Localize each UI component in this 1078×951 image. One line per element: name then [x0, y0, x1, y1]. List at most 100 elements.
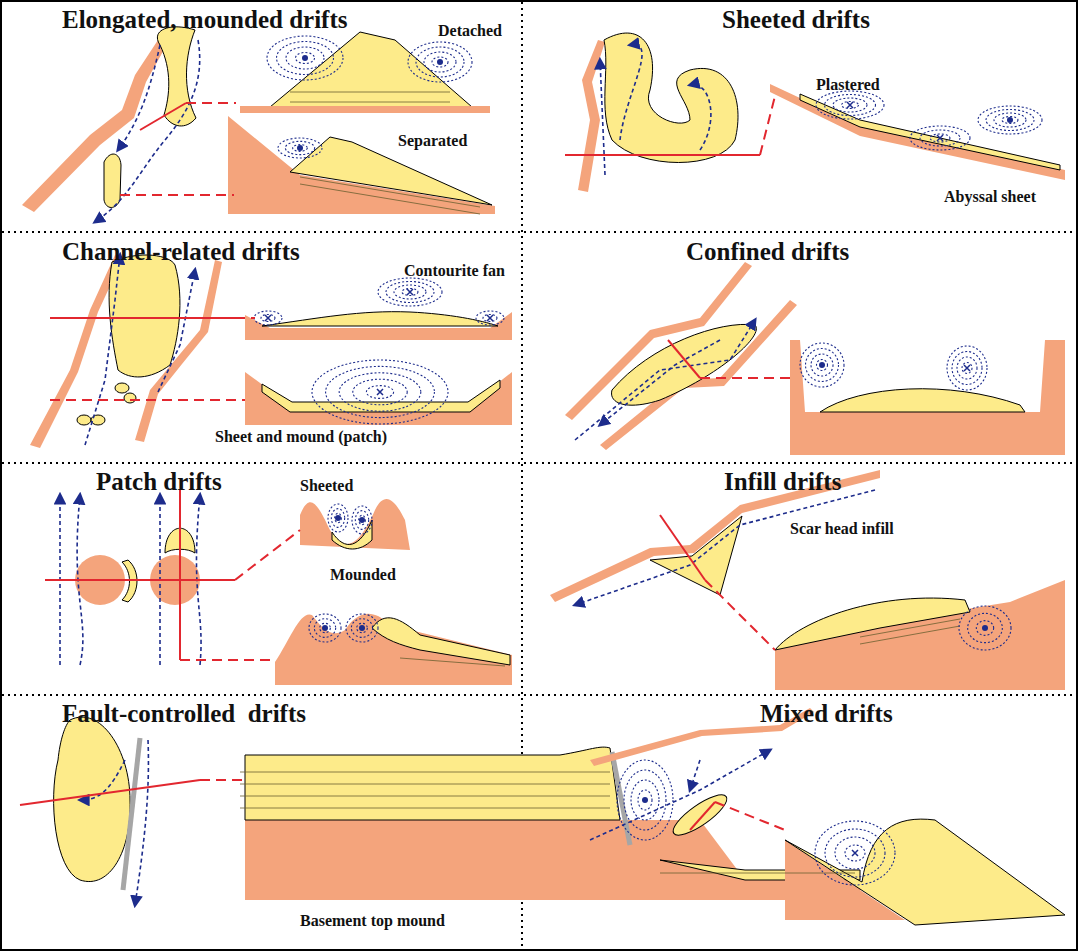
- panel-title: Fault-controlled drifts: [62, 700, 306, 728]
- current-eddy: [352, 506, 372, 534]
- flow-direction-mark: [642, 797, 648, 803]
- sediment-layer: [240, 796, 610, 797]
- flow-direction-mark: [265, 315, 271, 321]
- current-eddy: [816, 91, 884, 119]
- current-eddy: [800, 343, 844, 387]
- current-eddy: [267, 36, 343, 80]
- sediment-layer: [240, 772, 610, 773]
- section-label: Mounded: [330, 566, 396, 584]
- section-label: Abyssal sheet: [944, 188, 1036, 206]
- current-eddy: [326, 366, 435, 417]
- current-eddy: [339, 373, 421, 411]
- current-eddy: [845, 845, 865, 861]
- current-eddy: [378, 278, 442, 306]
- flow-direction-mark: [437, 59, 443, 65]
- flow-direction-mark: [1007, 117, 1013, 123]
- section-label: Contourite fan: [404, 262, 505, 280]
- current-eddy: [408, 42, 472, 82]
- current-eddy: [968, 613, 1003, 642]
- current-eddy: [962, 363, 972, 374]
- current-eddy: [366, 386, 393, 399]
- flow-direction-mark: [322, 625, 328, 631]
- current-eddy: [986, 110, 1034, 131]
- current-eddy: [402, 289, 418, 296]
- current-eddy: [952, 352, 982, 385]
- current-eddy: [1002, 117, 1018, 124]
- panel-title: Patch drifts: [96, 468, 222, 496]
- current-eddy: [293, 145, 308, 152]
- flow-direction-mark: [847, 102, 853, 108]
- current-eddy: [432, 57, 448, 67]
- panel-title: Confined drifts: [686, 238, 849, 266]
- panel-title: Sheeted drifts: [722, 6, 870, 34]
- flow-direction-mark: [852, 850, 858, 856]
- current-eddy: [277, 42, 334, 75]
- section-label: Separated: [398, 132, 467, 150]
- section-label: Basement top mound: [300, 912, 445, 930]
- current-eddy: [825, 95, 876, 116]
- current-eddy: [394, 285, 426, 299]
- current-eddy: [930, 134, 950, 142]
- flow-direction-mark: [302, 55, 308, 61]
- current-eddy: [416, 47, 464, 77]
- section-label: Scar head infill: [790, 520, 894, 538]
- flow-direction-mark: [359, 517, 365, 523]
- sediment-layer: [860, 626, 960, 644]
- current-eddy: [335, 513, 342, 522]
- sediment-layer: [400, 658, 505, 666]
- current-eddy: [286, 47, 324, 69]
- current-eddy: [994, 113, 1026, 127]
- panel-title: Channel-related drifts: [62, 238, 300, 266]
- flow-direction-mark: [964, 365, 970, 371]
- current-eddy: [817, 360, 828, 371]
- current-eddy: [978, 106, 1042, 134]
- current-eddy: [261, 315, 275, 322]
- current-eddy: [312, 360, 448, 424]
- flow-direction-mark: [359, 625, 365, 631]
- flow-direction-mark: [377, 389, 383, 395]
- current-eddy: [638, 790, 652, 810]
- current-eddy: [309, 614, 341, 642]
- current-eddy: [631, 780, 659, 820]
- panel-title: Elongated, mounded drifts: [62, 6, 347, 34]
- current-eddy: [254, 311, 282, 325]
- current-eddy: [296, 53, 315, 64]
- flow-direction-mark: [937, 135, 943, 141]
- flow-direction-mark: [487, 315, 493, 321]
- current-eddy: [359, 515, 366, 524]
- current-eddy: [815, 821, 895, 885]
- flow-direction-mark: [407, 289, 413, 295]
- sediment-layer: [300, 177, 480, 207]
- current-eddy: [811, 354, 833, 376]
- sediment-layer: [300, 184, 480, 214]
- current-eddy: [346, 614, 378, 642]
- section-label: Sheet and mound (patch): [215, 428, 387, 446]
- current-eddy: [806, 349, 839, 382]
- current-eddy: [835, 837, 875, 869]
- current-eddy: [842, 102, 859, 109]
- current-eddy: [476, 311, 504, 325]
- current-eddy: [314, 619, 335, 638]
- sediment-layer: [660, 873, 855, 874]
- current-eddy: [320, 623, 331, 632]
- current-eddy: [328, 504, 348, 532]
- section-label: Sheeted: [300, 477, 353, 495]
- flow-direction-mark: [982, 625, 988, 631]
- sediment-layer: [240, 784, 610, 785]
- current-eddy: [947, 346, 987, 390]
- flow-direction-mark: [297, 145, 303, 151]
- panel-title: Infill drifts: [724, 468, 841, 496]
- current-eddy: [959, 606, 1011, 650]
- section-label: Plastered: [816, 76, 880, 94]
- current-eddy: [833, 98, 867, 112]
- flow-direction-mark: [819, 362, 825, 368]
- sediment-layer: [290, 102, 450, 103]
- current-eddy: [357, 623, 368, 632]
- sediment-layer: [290, 92, 450, 93]
- sediment-layer: [240, 808, 610, 809]
- flow-direction-mark: [335, 515, 341, 521]
- current-eddy: [355, 511, 368, 530]
- current-eddy: [386, 282, 434, 303]
- current-eddy: [617, 760, 673, 840]
